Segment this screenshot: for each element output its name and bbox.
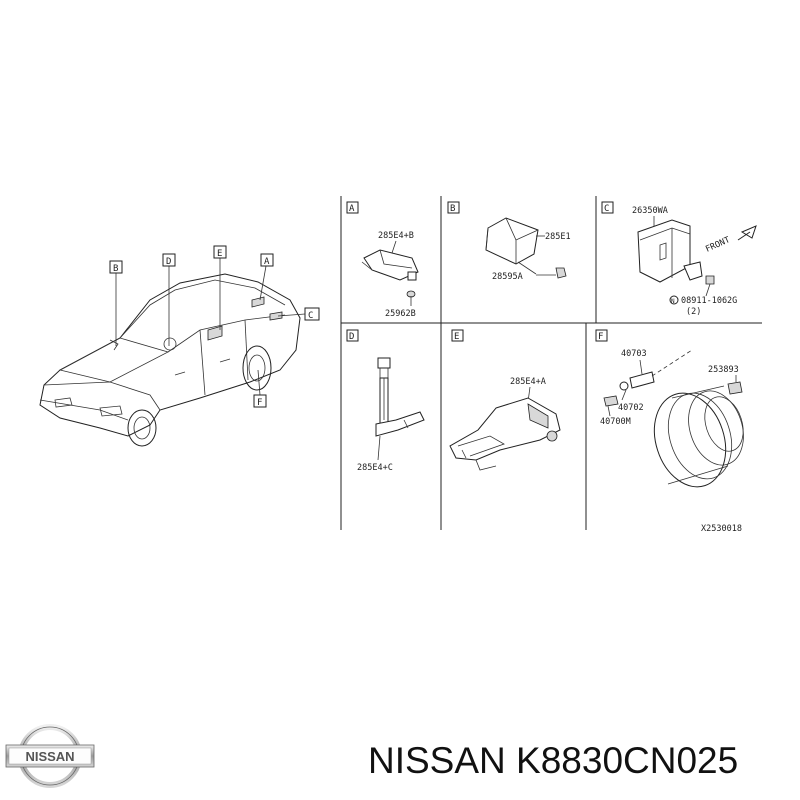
brand-name: NISSAN (368, 740, 506, 781)
svg-text:40702: 40702 (618, 403, 644, 413)
svg-text:C: C (308, 311, 313, 321)
svg-text:40703: 40703 (621, 349, 647, 359)
callout-F: F (253, 394, 267, 408)
panel-E: E 285E4+A (449, 329, 561, 471)
callout-C: C (304, 307, 320, 321)
callout-E: E (213, 245, 227, 259)
nissan-logo-icon: NISSAN (5, 724, 95, 788)
svg-text:D: D (349, 332, 354, 342)
callout-A: A (260, 253, 274, 267)
part-title: NISSAN K8830CN025 (368, 740, 738, 782)
svg-text:A: A (349, 204, 355, 214)
svg-text:25962B: 25962B (385, 309, 416, 319)
svg-text:N: N (671, 298, 675, 305)
svg-text:285E4+A: 285E4+A (510, 377, 546, 387)
logo-text: NISSAN (25, 749, 74, 764)
svg-text:D: D (166, 257, 171, 267)
svg-text:FRONT: FRONT (704, 235, 731, 255)
svg-text:(2): (2) (686, 307, 701, 317)
panel-grid (340, 196, 762, 530)
svg-text:40700M: 40700M (600, 417, 631, 427)
part-number: K8830CN025 (516, 740, 739, 781)
panel-B: B 285E1 28595A (447, 201, 571, 282)
svg-text:08911-1062G: 08911-1062G (681, 296, 737, 306)
svg-text:285E4+C: 285E4+C (357, 463, 393, 473)
callout-D: D (162, 253, 176, 267)
callout-B: B (109, 260, 123, 274)
svg-text:F: F (598, 332, 603, 342)
svg-text:28595A: 28595A (492, 272, 523, 282)
svg-text:E: E (454, 332, 459, 342)
svg-text:26350WA: 26350WA (632, 206, 668, 216)
panel-F: F 40703 253893 40702 40700M (595, 329, 744, 488)
svg-text:E: E (217, 249, 222, 259)
svg-text:253893: 253893 (708, 365, 739, 375)
svg-text:C: C (604, 204, 609, 214)
svg-text:285E4+B: 285E4+B (378, 231, 414, 241)
panel-A: A 285E4+B 25962B (346, 201, 419, 319)
panel-C: C 26350WA FRONT N 08911-1062G (2) (601, 201, 757, 317)
car-illustration (39, 258, 306, 447)
svg-text:B: B (113, 264, 118, 274)
svg-text:F: F (257, 398, 262, 408)
svg-text:285E1: 285E1 (545, 232, 571, 242)
diagram-reference: X2530018 (701, 524, 742, 534)
svg-text:A: A (264, 257, 270, 267)
panel-D: D 285E4+C (346, 329, 425, 473)
svg-text:B: B (450, 204, 455, 214)
